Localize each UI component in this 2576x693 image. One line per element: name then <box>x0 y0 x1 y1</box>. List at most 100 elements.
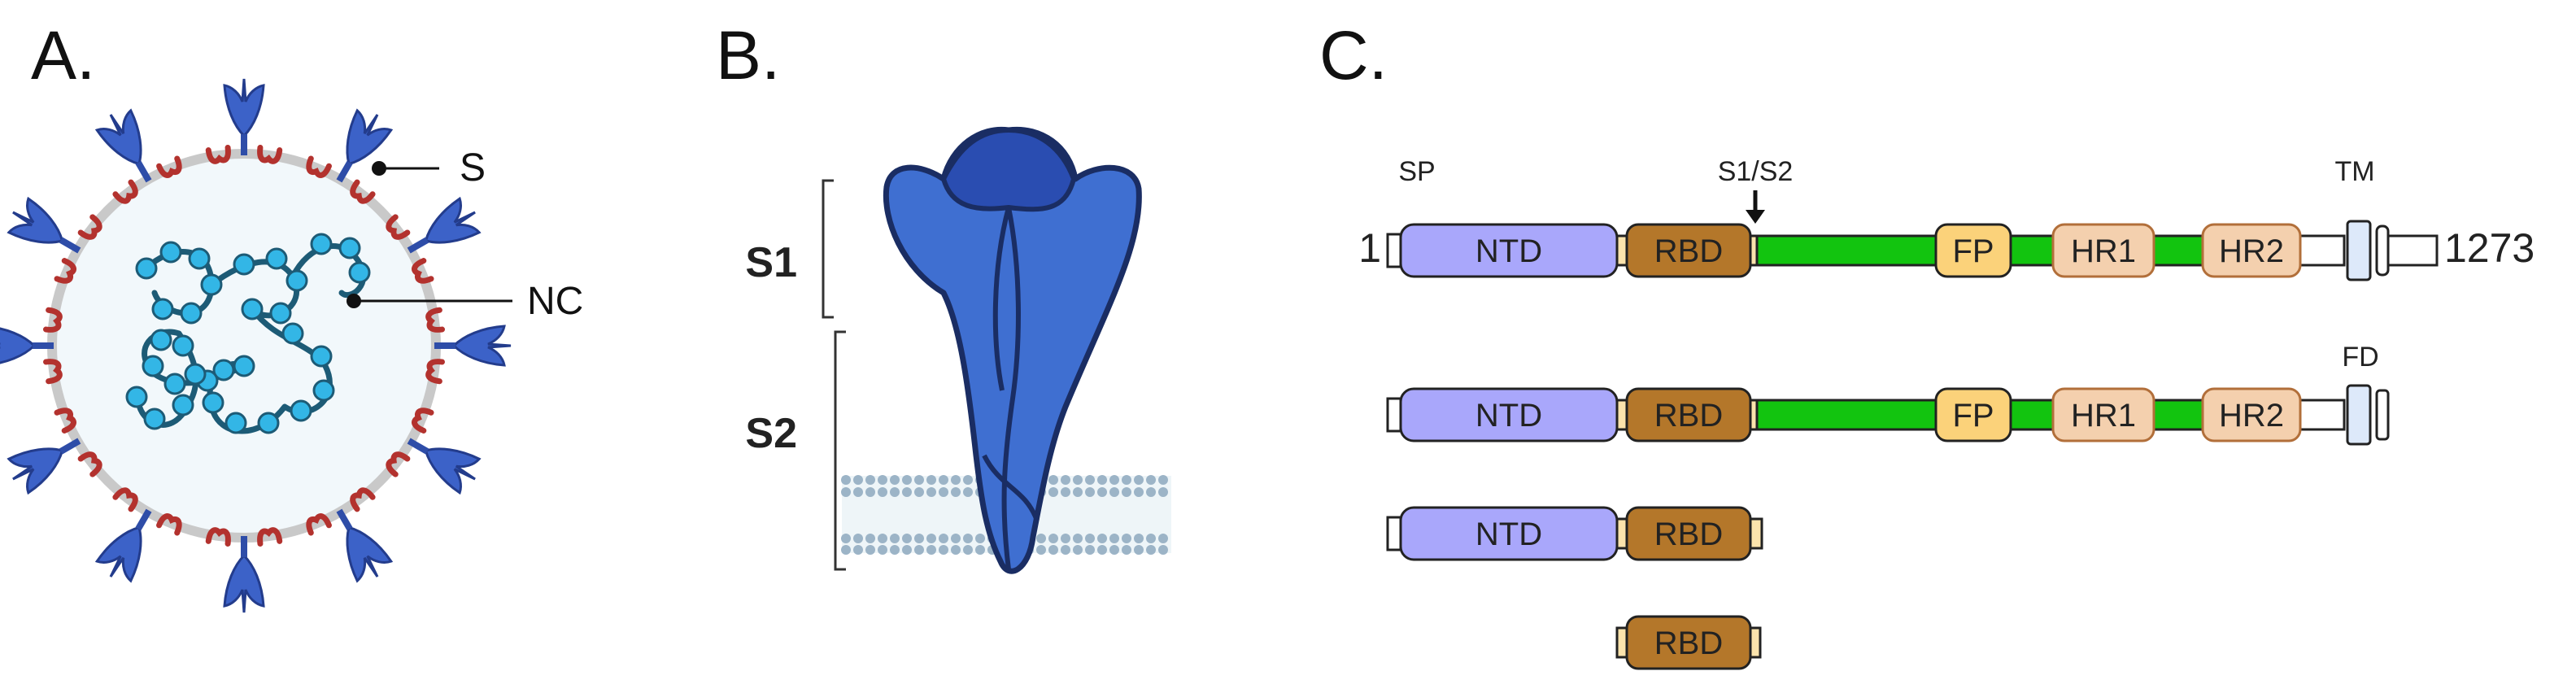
nucleocapsid-bead <box>285 269 308 292</box>
lipid-head <box>914 475 924 485</box>
lipid-head <box>1146 475 1156 485</box>
lipid-head <box>1122 487 1131 497</box>
lipid-head <box>951 487 961 497</box>
start-number: 1 <box>1358 225 1381 271</box>
lipid-head <box>1061 545 1070 555</box>
lipid-head <box>1061 487 1070 497</box>
lipid-head <box>1134 534 1144 543</box>
nucleocapsid-bead <box>312 379 335 402</box>
lipid-head <box>963 534 973 543</box>
lipid-head <box>1109 534 1119 543</box>
nucleocapsid-bead <box>224 412 247 434</box>
spike-trimer <box>883 126 1142 574</box>
nucleocapsid-bead <box>142 355 164 377</box>
nucleocapsid-bead <box>212 359 235 381</box>
lipid-head <box>1097 534 1107 543</box>
lipid-head <box>1122 475 1131 485</box>
nucleocapsid-bead <box>265 247 288 270</box>
nucleocapsid-bead <box>257 412 280 434</box>
lipid-head <box>1085 475 1095 485</box>
lipid-head <box>1158 487 1168 497</box>
callout-s: S <box>372 146 486 190</box>
membrane-protein <box>428 310 442 331</box>
lipid-head <box>878 487 887 497</box>
nucleocapsid-bead <box>233 253 255 276</box>
lipid-head <box>865 487 875 497</box>
callout-nc-label: NC <box>527 280 583 323</box>
nucleocapsid-bead <box>338 237 361 259</box>
panel-a-label: A. <box>31 17 96 94</box>
lipid-head <box>939 475 948 485</box>
lipid-head <box>1158 475 1168 485</box>
callout-s-label: S <box>460 146 486 190</box>
rbd-label: RBD <box>1654 233 1723 269</box>
sp-label: SP <box>1398 156 1435 187</box>
s1-label: S1 <box>745 239 797 286</box>
nucleocapsid-bead <box>188 247 211 270</box>
lipid-head <box>865 545 875 555</box>
lipid-head <box>914 545 924 555</box>
lipid-head <box>902 475 912 485</box>
spike-protein <box>433 325 512 367</box>
lipid-head <box>1122 534 1131 543</box>
nucleocapsid-bead <box>163 373 186 395</box>
nucleocapsid-bead <box>151 298 174 320</box>
tm-domain <box>2346 220 2372 281</box>
s2-label: S2 <box>745 410 797 457</box>
hr1-label: HR1 <box>2071 233 2136 269</box>
nucleocapsid-bead <box>233 355 255 377</box>
lipid-head <box>1134 475 1144 485</box>
lipid-head <box>1036 545 1046 555</box>
ntd-label-2: NTD <box>1475 398 1542 434</box>
membrane-protein <box>428 360 442 381</box>
fp-label-2: FP <box>1952 398 1994 434</box>
lipid-head <box>939 545 948 555</box>
virion-diagram: S NC <box>0 77 583 614</box>
lipid-head <box>853 487 863 497</box>
lipid-head <box>1122 545 1131 555</box>
membrane-protein <box>259 148 280 163</box>
lipid-head <box>951 475 961 485</box>
fd-label: FD <box>2342 342 2378 373</box>
panel-c-label: C. <box>1319 17 1388 94</box>
lipid-head <box>951 545 961 555</box>
lipid-head <box>1048 475 1058 485</box>
spike-protein <box>223 534 265 614</box>
lipid-head <box>1109 545 1119 555</box>
nucleocapsid-bead <box>348 261 371 284</box>
lipid-head <box>975 545 985 555</box>
nucleocapsid-bead <box>150 329 172 351</box>
nucleocapsid-bead <box>180 302 203 325</box>
lipid-head <box>1073 545 1083 555</box>
lipid-head <box>926 545 936 555</box>
lipid-head <box>1085 487 1095 497</box>
hr1-domain <box>2051 223 2155 278</box>
hr1-label-2: HR1 <box>2071 398 2136 434</box>
nucleocapsid-bead <box>202 391 224 414</box>
lipid-head <box>902 487 912 497</box>
nucleocapsid-bead <box>135 257 158 280</box>
lipid-head <box>841 534 851 543</box>
ntd-label-3: NTD <box>1475 516 1542 552</box>
lipid-head <box>1073 534 1083 543</box>
lipid-head <box>841 545 851 555</box>
rbd-domain <box>1625 223 1752 278</box>
lipid-head <box>1061 475 1070 485</box>
end-number: 1273 <box>2444 225 2535 271</box>
nucleocapsid-bead <box>125 386 148 408</box>
spike-protein <box>223 77 265 157</box>
lipid-head <box>902 545 912 555</box>
cleavage-arrow <box>1746 190 1765 224</box>
nucleocapsid-bead <box>172 334 194 357</box>
lipid-head <box>865 475 875 485</box>
lipid-head <box>1109 475 1119 485</box>
lipid-head <box>1048 534 1058 543</box>
nucleocapsid-bead <box>184 363 207 386</box>
membrane-protein <box>208 530 229 544</box>
lipid-head <box>1158 534 1168 543</box>
lipid-head <box>963 545 973 555</box>
lipid-head <box>1097 545 1107 555</box>
nucleocapsid-bead <box>269 302 292 325</box>
ntd-domain <box>1399 223 1619 278</box>
membrane-protein <box>208 148 229 163</box>
